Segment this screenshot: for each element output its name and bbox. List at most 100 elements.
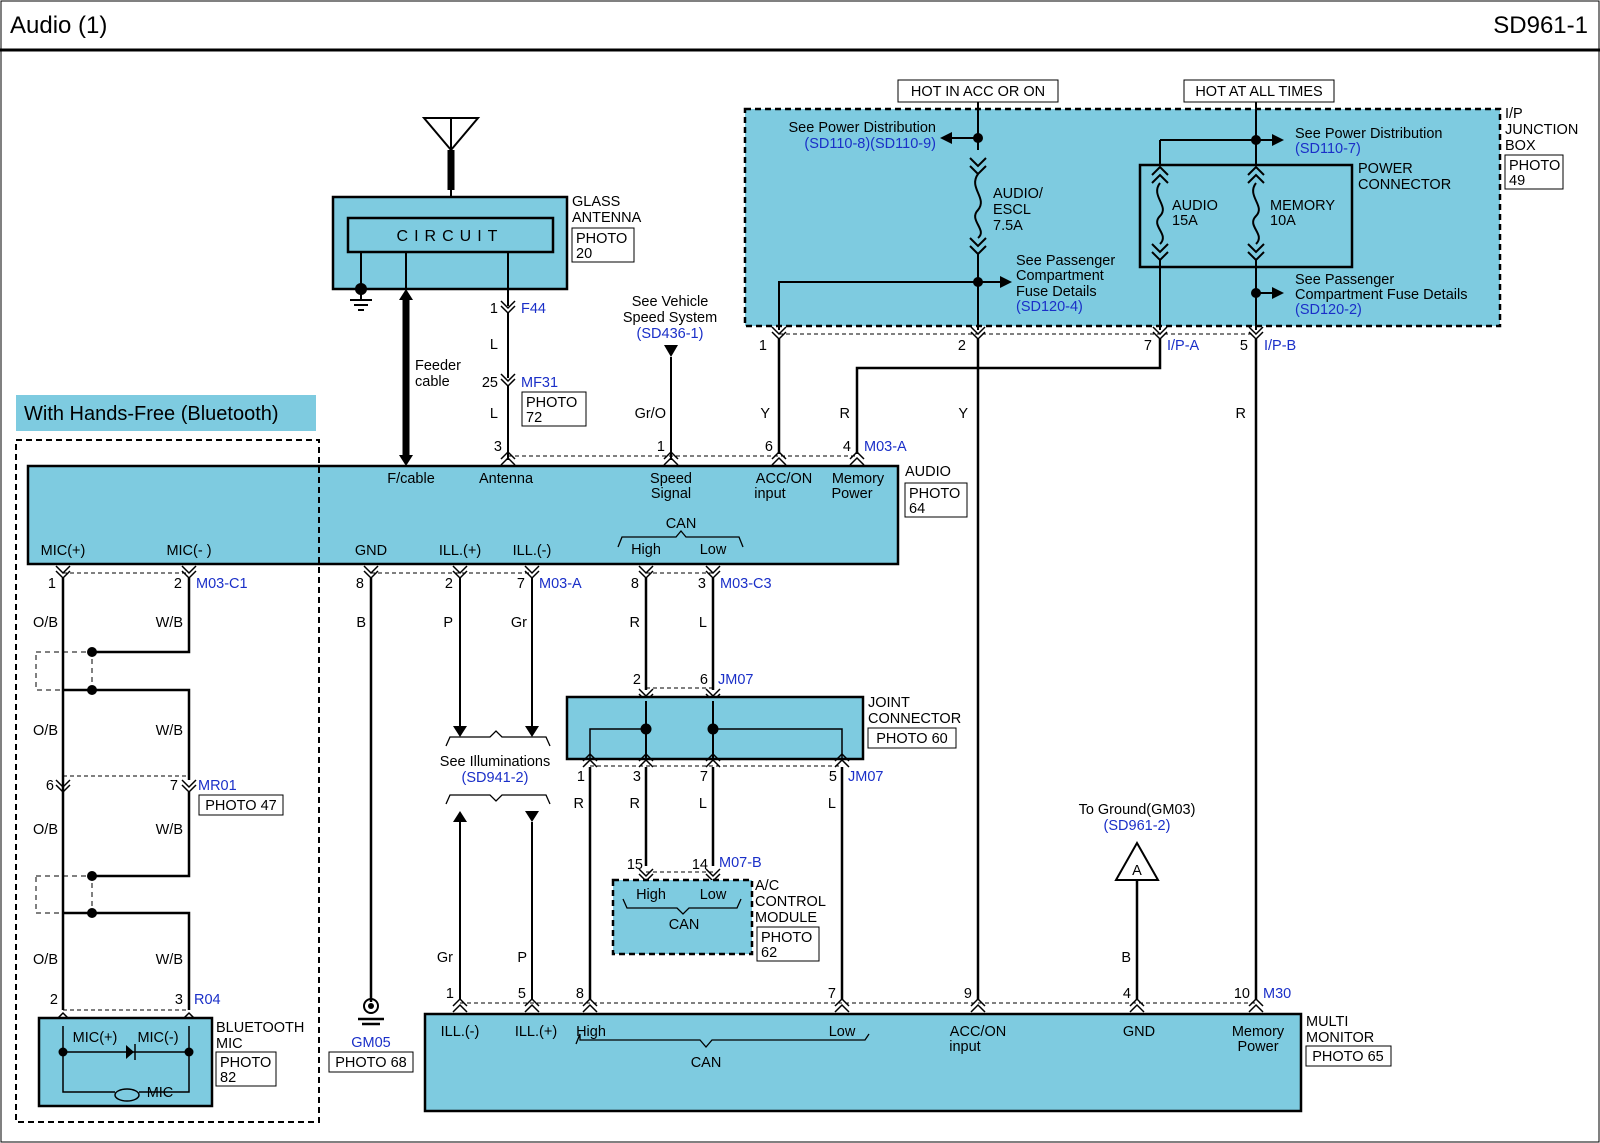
audio-label-speed-2: Signal: [651, 486, 691, 502]
see-pd-right: See Power Distribution: [1295, 126, 1443, 142]
can-wire-l: L: [699, 615, 707, 631]
ground-photo-box: [328, 1051, 414, 1073]
hot-all-box: [1183, 79, 1335, 103]
audio-label-fcable: F/cable: [387, 471, 435, 487]
antenna-circuit-label: CIRCUIT: [397, 228, 504, 245]
hf-wire-6: W/B: [156, 822, 183, 838]
power-conn-2: CONNECTOR: [1358, 177, 1451, 193]
jbox-label-2: JUNCTION: [1505, 122, 1578, 138]
joint-name-2: CONNECTOR: [868, 711, 961, 727]
audio-label-micp: MIC(+): [41, 543, 86, 559]
f44-pin: 1: [490, 301, 498, 317]
ac-photo-2: 62: [761, 945, 777, 961]
fuse-audio-1: AUDIO: [1172, 198, 1218, 214]
can-wire-r: R: [630, 615, 640, 631]
monitor-name-1: MULTI: [1306, 1014, 1348, 1030]
multi-monitor: [423, 1012, 1303, 1113]
audio-pin-6: 6: [765, 439, 773, 455]
ac-control-module: [611, 878, 754, 956]
see-pass-1b: Compartment: [1016, 268, 1104, 284]
audio-label-acc-2: input: [754, 486, 785, 502]
antenna-photo-box: [571, 227, 635, 263]
vss-text-2: Speed System: [623, 310, 717, 326]
mic-label-plus: MIC(+): [73, 1030, 118, 1046]
hf-region: [15, 439, 320, 1123]
antenna-photo-2: 20: [576, 246, 592, 262]
audio-conn-m03a-b: M03-A: [539, 576, 582, 592]
mic-photo-box: [215, 1051, 277, 1087]
m30-conn: M30: [1263, 986, 1291, 1002]
mr01-conn: MR01: [198, 778, 237, 794]
jm07-top-conn: JM07: [718, 672, 753, 688]
to-ground-text: To Ground(GM03): [1079, 802, 1196, 818]
mr01-pin-7: 7: [170, 778, 178, 794]
m30-pin-1: 1: [446, 986, 454, 1002]
m07b-pin-14: 14: [692, 857, 708, 873]
audio-label-can: CAN: [666, 516, 697, 532]
jm07-top-pin-2: 2: [633, 672, 641, 688]
audio-label-mem-1: Memory: [832, 471, 885, 487]
see-pd-left: See Power Distribution: [789, 120, 937, 136]
m30-pin-10: 10: [1234, 986, 1250, 1002]
m30-pin-8: 8: [576, 986, 584, 1002]
audio-bpin-3: 3: [698, 576, 706, 592]
illum-wire-p: P: [443, 615, 453, 631]
illum-ref: (SD941-2): [462, 770, 529, 786]
vss-ref: (SD436-1): [637, 326, 704, 342]
r04-pin-2: 2: [50, 992, 58, 1008]
audio-label-illp: ILL.(+): [439, 543, 481, 559]
joint-out-wire-3: L: [699, 796, 707, 812]
monitor-label-acc-1: ACC/ON: [950, 1024, 1006, 1040]
m30-pin-5: 5: [518, 986, 526, 1002]
monitor-can-brace: [575, 1033, 870, 1048]
monitor-label-low: Low: [829, 1024, 856, 1040]
page-title: Audio (1): [10, 12, 108, 39]
audio-conn-m03c3: M03-C3: [720, 576, 772, 592]
hf-wire-5: O/B: [33, 822, 58, 838]
fuse-audio-escl: [974, 173, 982, 239]
monitor-label-can: CAN: [691, 1055, 722, 1071]
conn-ip-a: I/P-A: [1167, 338, 1200, 354]
hot-all-label: HOT AT ALL TIMES: [1195, 84, 1322, 100]
hf-shield-2: [35, 875, 93, 914]
hf-shield-1: [35, 651, 93, 691]
jm07-top-pin-6: 6: [700, 672, 708, 688]
audio-label-low: Low: [700, 542, 727, 558]
mic-name-1: BLUETOOTH: [216, 1020, 304, 1036]
audio-bpin-2: 2: [174, 576, 182, 592]
wire-r-audio: [855, 339, 1162, 454]
arrow-pd-right: [1272, 134, 1284, 146]
see-pass-1c: Fuse Details: [1016, 284, 1097, 300]
m30-pin-4: 4: [1123, 986, 1131, 1002]
audio-label-high: High: [631, 542, 661, 558]
f44-conn: F44: [521, 301, 546, 317]
hf-wire-4: W/B: [156, 723, 183, 739]
hf-wire-7: O/B: [33, 952, 58, 968]
ac-name-1: A/C: [755, 878, 779, 894]
audio-label-antenna: Antenna: [479, 471, 534, 487]
ac-label-can: CAN: [669, 917, 700, 933]
ac-can-brace: [622, 898, 742, 915]
audio-conn-m03c1: M03-C1: [196, 576, 248, 592]
arrow-pass-1: [1000, 276, 1012, 288]
wire-gnd-label: B: [356, 615, 366, 631]
vss-text-1: See Vehicle: [632, 294, 709, 310]
jbox-photo-2: 49: [1509, 173, 1525, 189]
power-conn-1: POWER: [1358, 161, 1413, 177]
monitor-label-gnd: GND: [1123, 1024, 1155, 1040]
mic-element-icon: [114, 1088, 140, 1102]
ref-pd-left: (SD110-8)(SD110-9): [804, 136, 936, 152]
audio-top-pins: [500, 450, 865, 466]
audio-bottom-pins: [55, 565, 721, 580]
audio-pin-1: 1: [657, 439, 665, 455]
audio-label-gnd: GND: [355, 543, 387, 559]
r04-pin-3: 3: [175, 992, 183, 1008]
audio-unit: [26, 464, 900, 566]
mf31-photo-box: [521, 391, 587, 427]
jbox-pin-7: 7: [1144, 338, 1152, 354]
wire-y2-label: Y: [958, 406, 968, 422]
ac-photo-box: [756, 926, 820, 962]
mic-photo-1: PHOTO: [220, 1055, 271, 1071]
r04-conn: R04: [194, 992, 221, 1008]
